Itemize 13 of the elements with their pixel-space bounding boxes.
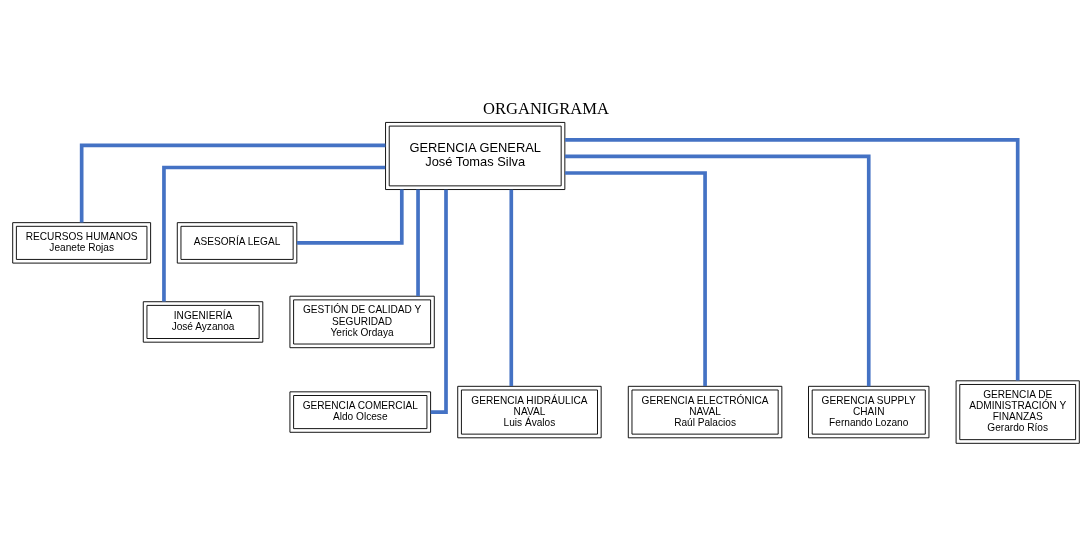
connector [416,189,420,296]
connector [297,189,404,245]
connector [565,154,871,386]
connector [565,170,707,386]
connector [430,189,448,414]
connector [565,137,1020,381]
diagram-title: ORGANIGRAMA [483,98,609,118]
node-box: GERENCIA COMERCIAL Aldo Olcese [289,390,432,433]
node-box: ASESORÍA LEGAL [176,221,298,264]
connector [79,143,386,222]
node-box: INGENIERÍA José Ayzanoa [142,300,264,343]
connector [509,189,514,386]
connector [162,165,386,301]
